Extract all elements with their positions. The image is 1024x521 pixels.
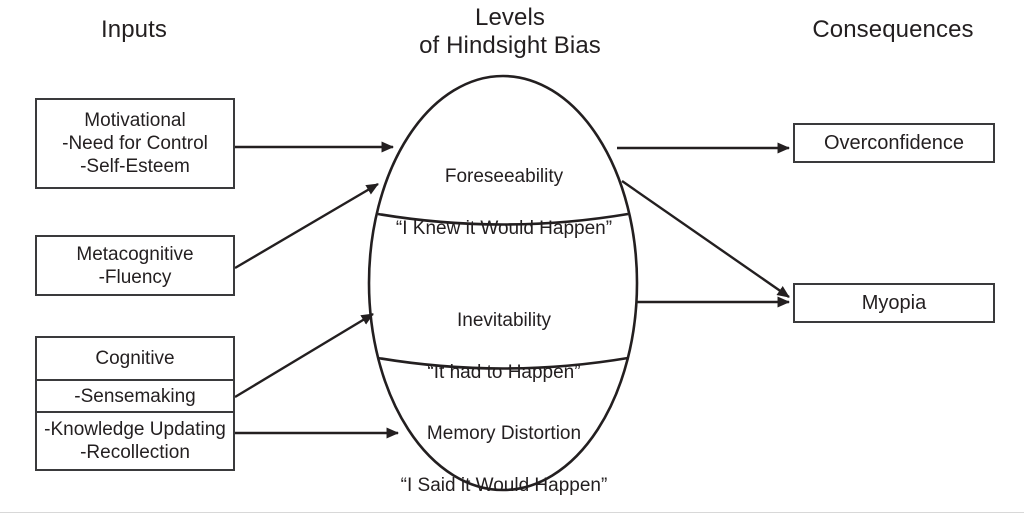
consequence-box-myopia-label: Myopia	[861, 291, 927, 314]
arrow-sensemaking-to-inevitability	[234, 312, 374, 399]
input-box-motivational[interactable]: Motivational -Need for Control -Self-Est…	[35, 98, 235, 189]
hindsight-bias-ellipse	[367, 74, 639, 492]
level-name-memory-distortion: Memory Distortion	[426, 423, 582, 444]
consequence-box-myopia[interactable]: Myopia	[793, 283, 995, 323]
input-box-cognitive[interactable]: Cognitive -Sensemaking -Knowledge Updati…	[35, 336, 235, 471]
consequence-box-overconfidence-label: Overconfidence	[823, 131, 965, 154]
level-name-foreseeability: Foreseeability	[444, 166, 564, 187]
bottom-divider	[0, 512, 1024, 513]
level-label-memory-distortion: Memory Distortion “I Said it Would Happe…	[378, 395, 630, 521]
input-box-metacognitive-text: Metacognitive -Fluency	[76, 243, 194, 288]
input-box-metacognitive[interactable]: Metacognitive -Fluency	[35, 235, 235, 296]
level-name-inevitability: Inevitability	[457, 310, 551, 331]
level-label-foreseeability: Foreseeability “I Knew it Would Happen”	[383, 138, 625, 268]
input-box-motivational-text: Motivational -Need for Control -Self-Est…	[62, 110, 208, 177]
consequence-box-overconfidence[interactable]: Overconfidence	[793, 123, 995, 163]
input-box-cognitive-sensemaking: -Sensemaking	[37, 379, 233, 411]
column-heading-inputs: Inputs	[101, 16, 167, 43]
arrow-metacognitive-to-foreseeability	[234, 182, 379, 270]
ellipse-divider-lower	[377, 356, 629, 370]
column-heading-levels: Levels of Hindsight Bias	[419, 4, 601, 59]
input-box-cognitive-title: Cognitive	[95, 348, 175, 369]
arrow-foreseeability-to-myopia	[621, 180, 790, 298]
level-label-inevitability: Inevitability “It had to Happen”	[383, 282, 625, 412]
level-quote-foreseeability: “I Knew it Would Happen”	[395, 218, 613, 239]
level-quote-inevitability: “It had to Happen”	[427, 362, 581, 383]
input-box-cognitive-knowledge-recollection: -Knowledge Updating -Recollection	[37, 411, 233, 469]
level-quote-memory-distortion: “I Said it Would Happen”	[400, 475, 608, 496]
column-heading-consequences: Consequences	[812, 16, 974, 43]
ellipse-divider-upper	[377, 212, 629, 226]
